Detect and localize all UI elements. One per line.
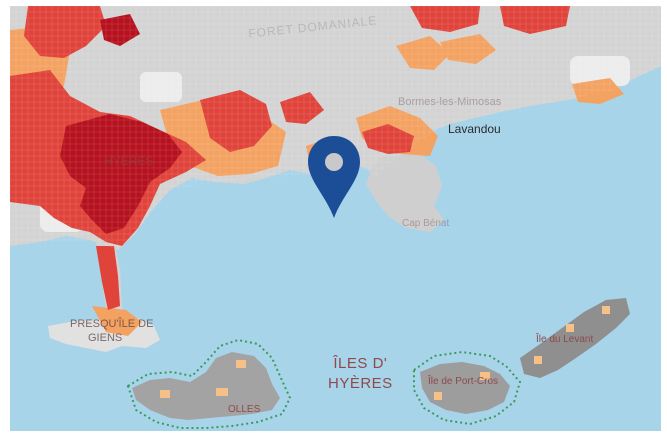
levant-island — [520, 298, 630, 378]
port-cros-island — [420, 362, 510, 414]
map-pin-icon[interactable] — [304, 134, 364, 222]
porquerolles-island — [132, 352, 280, 420]
map-view[interactable]: FORET DOMANIALE Bormes-les-Mimosas Lavan… — [10, 6, 661, 431]
cap-benat — [366, 154, 444, 232]
protected-zones — [126, 338, 522, 429]
map-canvas[interactable] — [10, 6, 661, 431]
